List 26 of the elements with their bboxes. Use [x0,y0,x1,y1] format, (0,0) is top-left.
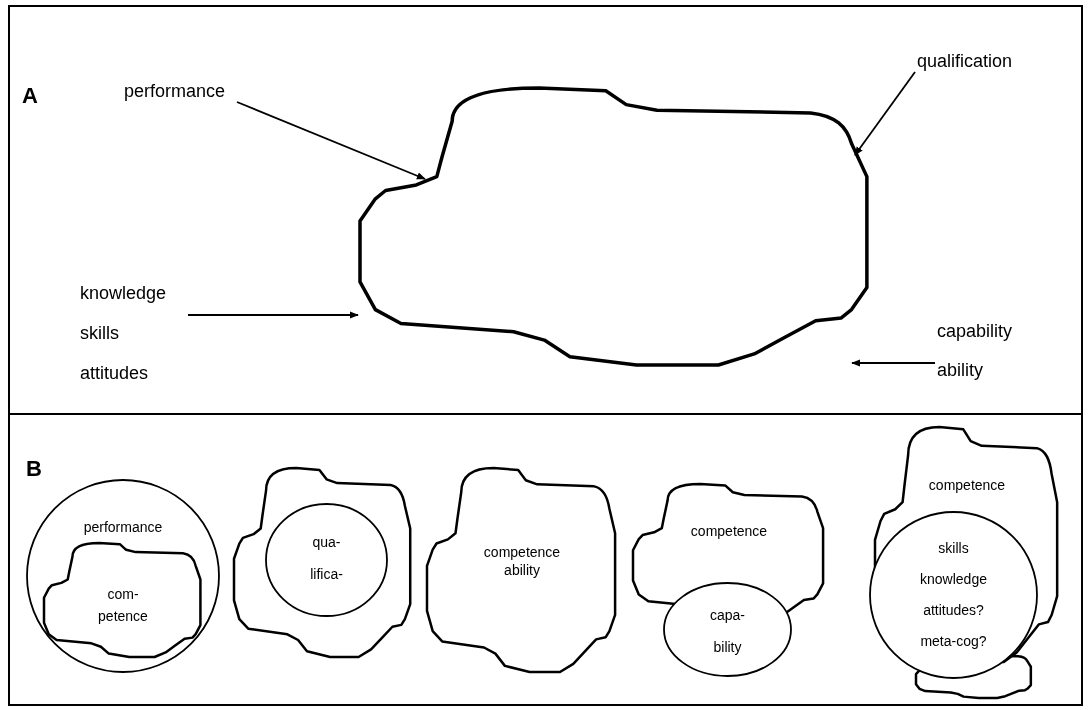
term-label: performance [124,80,226,102]
arrow [851,359,936,367]
arrow [187,311,359,319]
panel-letter: A [22,85,38,107]
node-text: competence [690,522,768,540]
term-label: skills [80,322,119,344]
panel-letter: B [26,458,42,480]
node-text: competence [928,476,1006,494]
node-text: competence ability [482,543,562,579]
node-text: knowledge [920,570,987,589]
term-label: qualification [917,50,1013,72]
panel-frame [8,415,1083,706]
node-text: attitudes? [923,601,984,620]
arrow [854,71,916,156]
term-label: knowledge [80,282,167,304]
node-text: performance [83,518,163,536]
node-text: meta-cog? [920,632,987,651]
panel-frame [8,5,1083,415]
node-text: skills [938,539,969,558]
term-label: ability [937,359,984,381]
arrow [236,101,426,180]
node-text: capa- bility [709,606,746,657]
node-text: com- petence [97,585,149,626]
term-label: capability [937,320,1013,342]
term-label: attitudes [80,362,149,384]
node-text: qua- lifica- [309,533,344,584]
